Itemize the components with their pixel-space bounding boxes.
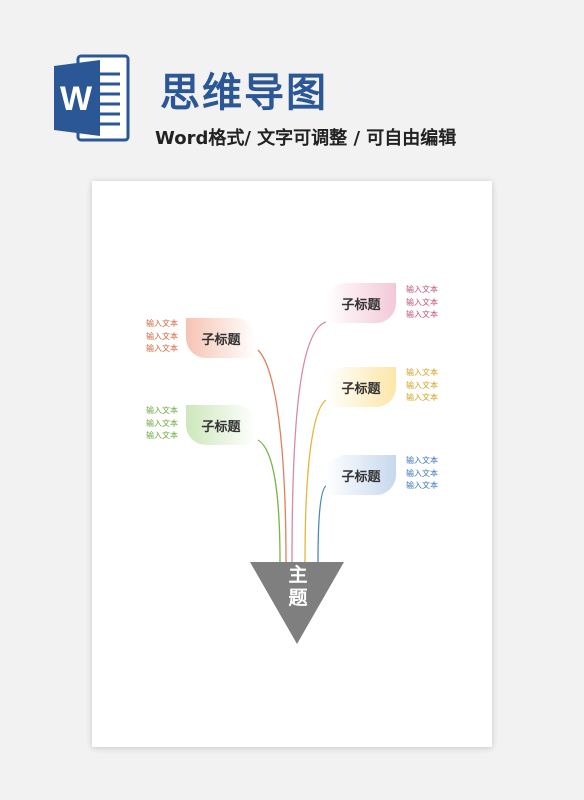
list-item: 输入文本 — [406, 468, 438, 478]
header: W 思维导图 Word格式/ 文字可调整 / 可自由编辑 — [0, 0, 584, 170]
list-item: 输入文本 — [146, 331, 178, 341]
page-subtitle: Word格式/ 文字可调整 / 可自由编辑 — [155, 128, 457, 149]
list-item: 输入文本 — [406, 456, 438, 465]
list-item: 输入文本 — [146, 319, 178, 328]
subtopic-orange: 子标题 — [186, 318, 256, 358]
list-item: 输入文本 — [406, 310, 438, 319]
list-item: 输入文本 — [406, 380, 438, 390]
subtopic-yellow-texts: 输入文本 输入文本 输入文本 — [406, 367, 438, 405]
list-item: 输入文本 — [406, 481, 438, 490]
subtopic-blue-texts: 输入文本 输入文本 输入文本 — [406, 455, 438, 493]
main-topic-triangle — [250, 562, 344, 644]
connector-yellow — [304, 399, 327, 563]
list-item: 输入文本 — [146, 431, 178, 440]
subtopic-pink: 子标题 — [326, 283, 396, 323]
list-item: 输入文本 — [146, 418, 178, 428]
connector-blue — [317, 485, 327, 563]
page-title: 思维导图 — [160, 70, 328, 116]
list-item: 输入文本 — [146, 406, 178, 415]
main-topic-label: 主题 — [288, 564, 308, 609]
subtopic-orange-texts: 输入文本 输入文本 输入文本 — [130, 318, 178, 356]
subtopic-blue: 子标题 — [326, 455, 396, 495]
svg-text:W: W — [60, 80, 93, 118]
list-item: 输入文本 — [406, 297, 438, 307]
document-page — [92, 181, 492, 747]
subtopic-green-texts: 输入文本 输入文本 输入文本 — [130, 405, 178, 443]
subtopic-pink-texts: 输入文本 输入文本 输入文本 — [406, 284, 438, 322]
connector-orange — [257, 349, 287, 563]
connector-pink — [291, 321, 327, 563]
list-item: 输入文本 — [406, 285, 438, 294]
list-item: 输入文本 — [406, 393, 438, 402]
list-item: 输入文本 — [406, 368, 438, 377]
subtopic-green: 子标题 — [186, 405, 256, 445]
list-item: 输入文本 — [146, 344, 178, 353]
subtopic-yellow: 子标题 — [326, 367, 396, 407]
word-icon: W — [54, 54, 130, 142]
connector-green — [257, 439, 281, 563]
